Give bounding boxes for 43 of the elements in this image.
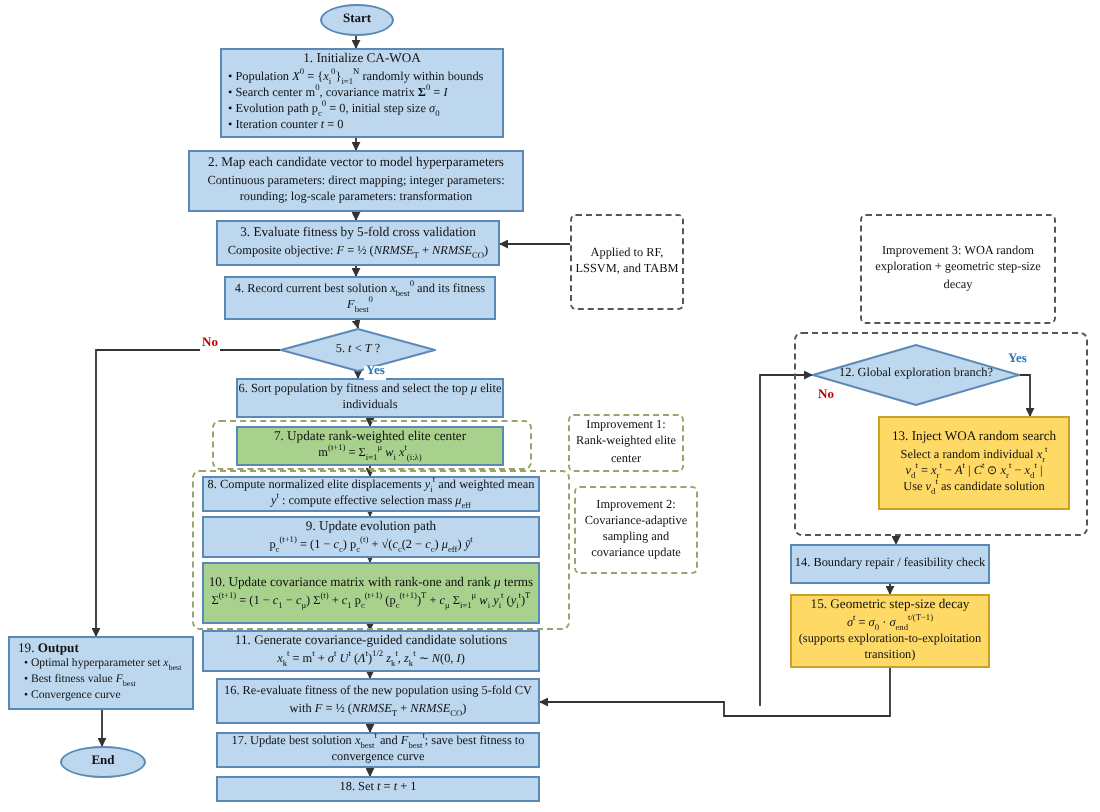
arrow [351,137,361,151]
terminal-oval [320,4,394,36]
note-box [860,214,1056,324]
dashed-group-border [212,420,532,470]
arrow [759,370,813,707]
arrow [91,349,281,637]
arrow [365,767,375,777]
process-box [878,416,1070,510]
process-box [236,426,504,466]
arrow [891,535,901,545]
dashed-group-border [192,470,570,630]
arrow [365,507,375,517]
process-box [216,220,500,266]
arrow [351,211,361,221]
arrow [365,553,375,563]
arrow [365,723,375,733]
process-box [202,630,540,672]
process-box [202,562,540,624]
process-box [220,48,504,138]
process-box [224,276,496,320]
arrow [351,319,361,329]
arrow [1019,374,1035,417]
arrow [351,35,361,49]
arrow [365,465,375,477]
dashed-group-border [794,332,1088,536]
process-box [216,776,540,802]
arrow [97,709,107,747]
process-box [8,636,194,710]
note-box [574,486,698,574]
arrow [351,265,361,277]
arrow [353,369,363,379]
arrow [499,239,571,249]
arrow [539,667,891,717]
note-box [570,214,684,310]
arrow [365,621,375,631]
process-box [188,150,524,212]
process-box [202,516,540,558]
arrow [885,583,895,595]
process-box [790,594,990,668]
arrow [365,417,375,427]
arrow [365,669,375,679]
terminal-oval [60,746,146,778]
process-box [790,544,990,584]
